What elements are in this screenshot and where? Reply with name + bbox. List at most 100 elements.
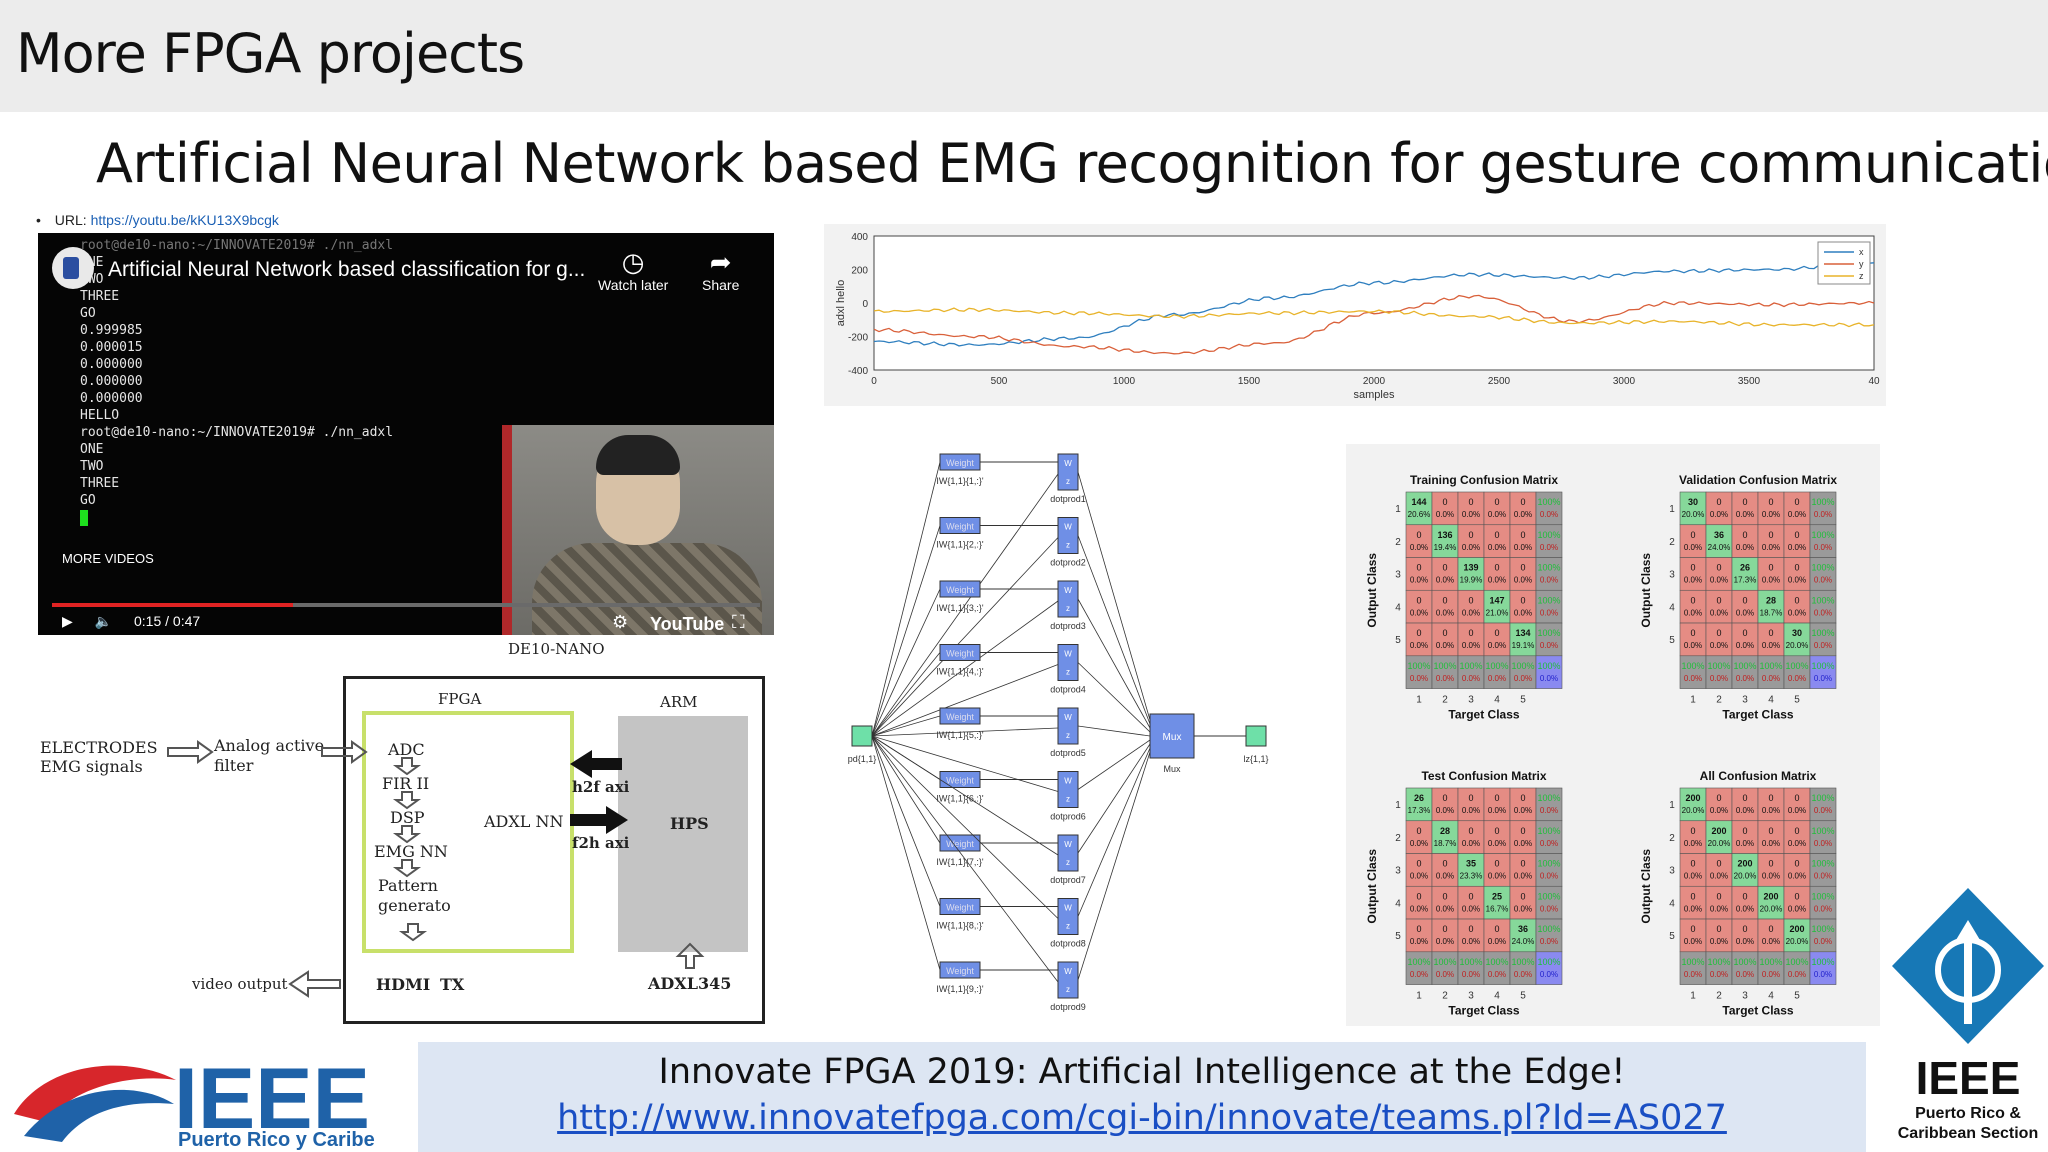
matrix-cell-count: 0	[1468, 628, 1473, 638]
matrix-cell-percent: 0.0%	[1736, 937, 1754, 946]
matrix-cell	[1809, 589, 1837, 624]
matrix-cell-count: 30	[1792, 628, 1802, 638]
matrix-cell-count: 100%	[1811, 661, 1834, 671]
matrix-cell-percent: 0.0%	[1462, 641, 1480, 650]
matrix-cell-count: 0	[1794, 793, 1799, 803]
matrix-cell-count: 0	[1442, 497, 1447, 507]
presenter-video-frame	[502, 425, 774, 635]
dotprod-z-label: z	[1066, 731, 1070, 740]
matrix-cell-percent: 0.0%	[1684, 970, 1702, 979]
weight-block-label: Weight	[946, 522, 974, 532]
matrix-cell	[1757, 491, 1785, 526]
arrow-adc-fir	[392, 757, 422, 776]
edge-dotprod-mux	[1077, 471, 1151, 721]
matrix-cell	[1535, 589, 1563, 624]
matrix-cell-count: 0	[1690, 826, 1695, 836]
col-class-label: 4	[1494, 695, 1500, 706]
footer-team-link[interactable]: http://www.innovatefpga.com/cgi-bin/inno…	[557, 1098, 1727, 1138]
settings-gear-icon[interactable]: ⚙	[612, 612, 629, 632]
video-url-link[interactable]: https://youtu.be/kKU13X9bcgk	[90, 212, 279, 228]
matrix-cell-percent: 0.0%	[1462, 608, 1480, 617]
matrix-cell-count: 0	[1442, 793, 1447, 803]
matrix-cell-count: 0	[1794, 826, 1799, 836]
matrix-cell	[1757, 524, 1785, 558]
matrix-cell-percent: 0.0%	[1514, 510, 1532, 519]
matrix-cell-percent: 0.0%	[1540, 510, 1558, 519]
volume-icon[interactable]: 🔈	[94, 613, 113, 629]
row-class-label: 4	[1669, 602, 1675, 613]
confusion-matrix: Training Confusion Matrix14420.6%00.0%00…	[1365, 473, 1563, 722]
matrix-cell-count: 0	[1768, 859, 1773, 869]
more-videos-button[interactable]: MORE VIDEOS	[62, 551, 154, 566]
matrix-cell-percent: 0.0%	[1762, 806, 1780, 815]
matrix-cell	[1705, 589, 1733, 624]
matrix-cell-count: 0	[1742, 530, 1747, 540]
matrix-cell-percent: 0.0%	[1488, 674, 1506, 683]
matrix-title: All Confusion Matrix	[1700, 769, 1817, 783]
video-title[interactable]: Artificial Neural Network based classifi…	[108, 258, 586, 281]
row-class-label: 3	[1395, 570, 1401, 581]
matrix-cell-percent: 0.0%	[1762, 937, 1780, 946]
x-tick-label: 2500	[1488, 376, 1511, 387]
matrix-cell-count: 0	[1520, 793, 1525, 803]
matrix-cell-percent: 0.0%	[1540, 806, 1558, 815]
matrix-cell-count: 100%	[1811, 891, 1834, 901]
col-class-label: 2	[1716, 991, 1722, 1002]
matrix-cell	[1731, 853, 1759, 887]
col-class-label: 3	[1468, 991, 1474, 1002]
matrix-cell-percent: 0.0%	[1462, 510, 1480, 519]
filter-label-2: filter	[214, 756, 254, 775]
col-class-label: 2	[1716, 695, 1722, 706]
matrix-cell-count: 0	[1716, 595, 1721, 605]
matrix-cell-percent: 16.7%	[1486, 904, 1509, 913]
video-output-label: video output	[192, 975, 288, 993]
matrix-cell	[1431, 853, 1459, 887]
play-icon[interactable]: ▶	[62, 613, 73, 629]
col-class-label: 1	[1690, 695, 1696, 706]
matrix-cell-percent: 0.0%	[1410, 904, 1428, 913]
fullscreen-icon[interactable]: ⛶	[732, 612, 745, 632]
curtain	[502, 425, 512, 635]
arrow-electrodes-filter	[167, 740, 214, 764]
matrix-cell-percent: 0.0%	[1736, 839, 1754, 848]
matrix-cell-percent: 0.0%	[1514, 872, 1532, 881]
weight-iw-label: IW{1,1}{8,:}'	[936, 921, 984, 931]
edge-dotprod-mux	[1077, 598, 1151, 729]
arrow-emg-pattern	[392, 859, 422, 878]
dotprod-label: dotprod3	[1050, 621, 1086, 631]
matrix-cell	[1705, 951, 1733, 985]
matrix-cell-percent: 0.0%	[1462, 806, 1480, 815]
share-button[interactable]: ➦ Share	[702, 247, 739, 293]
matrix-cell-percent: 0.0%	[1684, 872, 1702, 881]
col-class-label: 3	[1742, 991, 1748, 1002]
matrix-cell	[1457, 951, 1485, 985]
matrix-cell-percent: 0.0%	[1488, 510, 1506, 519]
matrix-cell-percent: 0.0%	[1540, 970, 1558, 979]
row-class-label: 3	[1669, 570, 1675, 581]
edge-dotprod-mux	[1077, 751, 1151, 981]
channel-avatar[interactable]	[52, 247, 94, 289]
matrix-cell	[1731, 589, 1759, 624]
youtube-logo[interactable]: YouTube	[650, 614, 725, 634]
matrix-cell-percent: 0.0%	[1814, 970, 1832, 979]
matrix-cell-count: 0	[1416, 891, 1421, 901]
dotprod-label: dotprod5	[1050, 748, 1086, 758]
share-arrow-icon: ➦	[709, 247, 732, 277]
video-player[interactable]: root@de10-nano:~/INNOVATE2019# ./nn_adxl…	[38, 233, 774, 635]
weight-block-label: Weight	[946, 712, 974, 722]
matrix-cell-count: 0	[1768, 826, 1773, 836]
matrix-cell-count: 0	[1494, 859, 1499, 869]
x-tick-label: 3500	[1738, 376, 1761, 387]
matrix-cell-percent: 0.0%	[1540, 608, 1558, 617]
video-progress-bar[interactable]	[52, 603, 760, 607]
col-class-label: 2	[1442, 695, 1448, 706]
matrix-cell-count: 100%	[1707, 957, 1730, 967]
matrix-cell	[1509, 557, 1537, 591]
matrix-cell-count: 0	[1768, 793, 1773, 803]
matrix-cell-count: 26	[1740, 563, 1750, 573]
matrix-cell-percent: 0.0%	[1710, 937, 1728, 946]
watch-later-button[interactable]: ◷ Watch later	[598, 247, 668, 293]
confusion-matrices: Training Confusion Matrix14420.6%00.0%00…	[1365, 473, 1837, 1018]
